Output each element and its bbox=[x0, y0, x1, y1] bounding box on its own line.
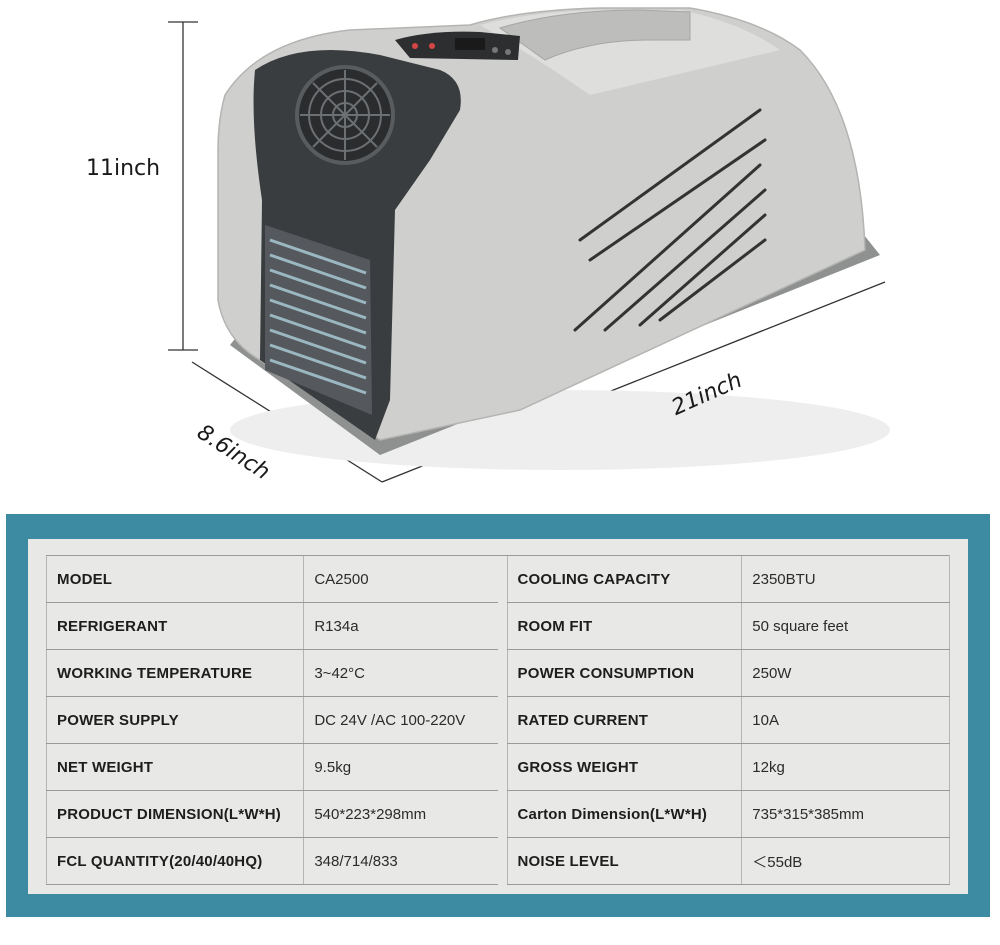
spec-value: 540*223*298mm bbox=[303, 790, 498, 838]
spec-value: 10A bbox=[741, 696, 950, 744]
spec-label: GROSS WEIGHT bbox=[506, 743, 742, 791]
spec-frame: MODEL CA2500 COOLING CAPACITY 2350BTU RE… bbox=[6, 514, 990, 917]
spec-panel: MODEL CA2500 COOLING CAPACITY 2350BTU RE… bbox=[28, 539, 968, 894]
spec-label: WORKING TEMPERATURE bbox=[45, 649, 304, 697]
spec-value: 9.5kg bbox=[303, 743, 498, 791]
spec-row: NET WEIGHT 9.5kg GROSS WEIGHT 12kg bbox=[45, 743, 950, 791]
spec-value: 348/714/833 bbox=[303, 837, 498, 885]
spec-value: ＜55dB bbox=[741, 837, 950, 885]
spec-value: R134a bbox=[303, 602, 498, 650]
spec-label: REFRIGERANT bbox=[45, 602, 304, 650]
spec-row: REFRIGERANT R134a ROOM FIT 50 square fee… bbox=[45, 602, 950, 650]
height-dimension-label: 11inch bbox=[86, 156, 161, 181]
spec-row: FCL QUANTITY(20/40/40HQ) 348/714/833 NOI… bbox=[45, 837, 950, 885]
air-conditioner-image bbox=[168, 7, 890, 483]
spec-row: POWER SUPPLY DC 24V /AC 100-220V RATED C… bbox=[45, 696, 950, 744]
spec-label: FCL QUANTITY(20/40/40HQ) bbox=[45, 837, 304, 885]
spec-label: MODEL bbox=[45, 555, 304, 603]
spec-label: NET WEIGHT bbox=[45, 743, 304, 791]
spec-label: ROOM FIT bbox=[506, 602, 742, 650]
spec-value: 50 square feet bbox=[741, 602, 950, 650]
spec-row: PRODUCT DIMENSION(L*W*H) 540*223*298mm C… bbox=[45, 790, 950, 838]
spec-value: DC 24V /AC 100-220V bbox=[303, 696, 498, 744]
spec-label: COOLING CAPACITY bbox=[506, 555, 742, 603]
spec-value: 735*315*385mm bbox=[741, 790, 950, 838]
spec-label: RATED CURRENT bbox=[506, 696, 742, 744]
spec-row: WORKING TEMPERATURE 3~42°C POWER CONSUMP… bbox=[45, 649, 950, 697]
spec-value: CA2500 bbox=[303, 555, 498, 603]
spec-value: 250W bbox=[741, 649, 950, 697]
spec-value: 3~42°C bbox=[303, 649, 498, 697]
spec-table: MODEL CA2500 COOLING CAPACITY 2350BTU RE… bbox=[45, 555, 950, 885]
spec-label: Carton Dimension(L*W*H) bbox=[506, 790, 742, 838]
spec-label: POWER SUPPLY bbox=[45, 696, 304, 744]
spec-value: 2350BTU bbox=[741, 555, 950, 603]
spec-value: 12kg bbox=[741, 743, 950, 791]
spec-label: NOISE LEVEL bbox=[506, 837, 742, 885]
spec-row: MODEL CA2500 COOLING CAPACITY 2350BTU bbox=[45, 555, 950, 603]
spec-label: POWER CONSUMPTION bbox=[506, 649, 742, 697]
spec-label: PRODUCT DIMENSION(L*W*H) bbox=[45, 790, 304, 838]
product-illustration: 11inch 8.6inch 21inch bbox=[86, 7, 890, 485]
